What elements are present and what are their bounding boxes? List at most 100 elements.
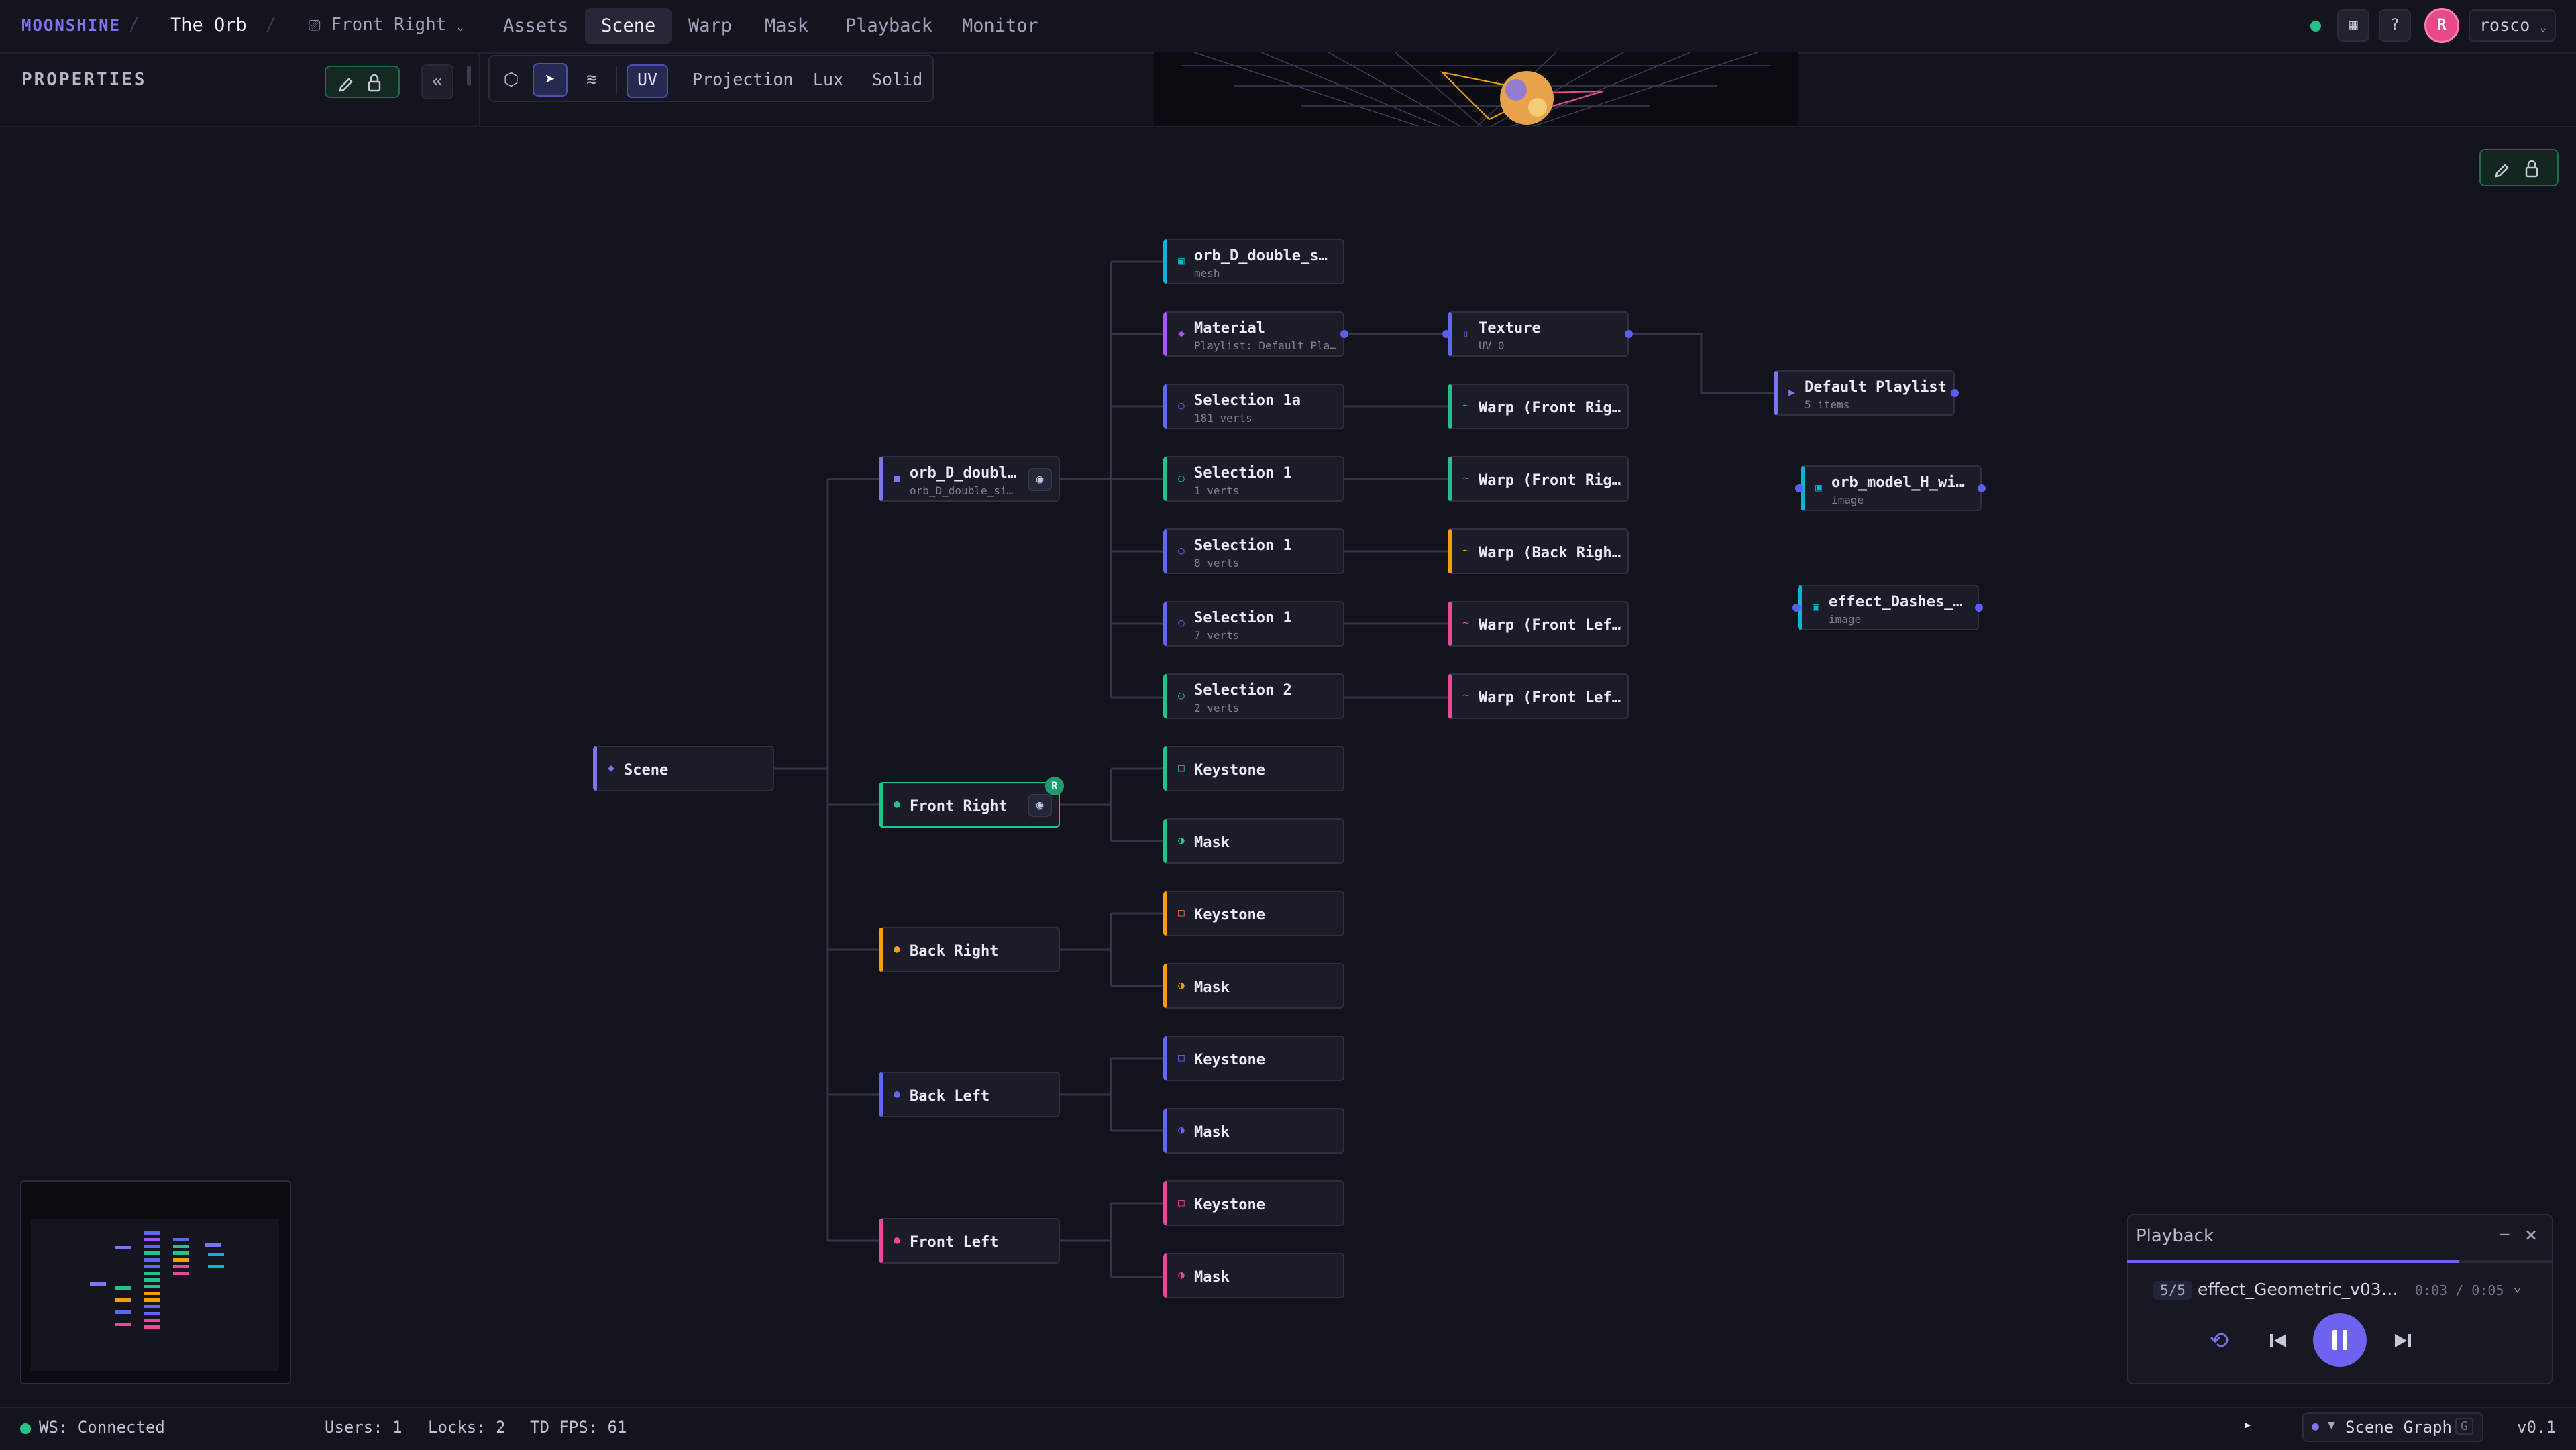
pencil-icon[interactable] xyxy=(2495,164,2509,178)
previous-button[interactable] xyxy=(2261,1325,2296,1356)
lock-icon[interactable] xyxy=(2525,160,2538,178)
qr-code-button[interactable]: ▦ xyxy=(2337,9,2369,42)
keystone-node[interactable]: □ Keystone xyxy=(1163,1036,1344,1081)
view-selector[interactable]: ⎚ Front Right ⌄ xyxy=(309,15,464,35)
keystone-node[interactable]: □ Keystone xyxy=(1163,746,1344,791)
shortcut-key: G xyxy=(2455,1418,2473,1435)
brand-logo[interactable]: MOONSHINE xyxy=(21,16,121,35)
output-port[interactable] xyxy=(1951,389,1959,397)
output-port[interactable] xyxy=(1340,330,1348,338)
half-circle-icon: ◑ xyxy=(1178,1268,1185,1281)
input-port[interactable] xyxy=(1792,604,1801,612)
nav-mask[interactable]: Mask xyxy=(765,15,809,36)
viewport-preview[interactable] xyxy=(1154,52,1798,128)
material-node[interactable]: ◆ Material Playlist: Default Pla… xyxy=(1163,311,1348,357)
panel-toggle[interactable]: ● ▼ Scene Graph G xyxy=(2302,1412,2483,1442)
breadcrumb-separator: / xyxy=(266,15,276,35)
dot-icon: ● xyxy=(894,1233,900,1246)
group-node-orb[interactable]: ■ orb_D_double… orb_D_double_si… ◉ xyxy=(879,456,1060,502)
keystone-node[interactable]: □ Keystone xyxy=(1163,1180,1344,1226)
node-subtitle: mesh xyxy=(1194,267,1220,280)
selection-node[interactable]: ○ Selection 1a 181 verts xyxy=(1163,384,1344,429)
chevron-down-icon[interactable]: ⌄ xyxy=(2513,1278,2522,1295)
output-port[interactable] xyxy=(1625,330,1633,338)
warp-node[interactable]: ~ Warp (Back Right) xyxy=(1448,528,1629,574)
group-node-front-left[interactable]: ● Front Left xyxy=(879,1218,1060,1264)
texture-node[interactable]: ▯ Texture UV 0 xyxy=(1442,311,1633,357)
image-node[interactable]: ▣ orb_model_H_wire… image xyxy=(1795,465,1986,511)
mask-node[interactable]: ◑ Mask xyxy=(1163,818,1344,864)
selection-node[interactable]: ○ Selection 1 8 verts xyxy=(1163,528,1344,574)
input-port[interactable] xyxy=(1795,484,1803,492)
minimize-button[interactable]: − xyxy=(2500,1225,2510,1245)
node-title: Default Playlist xyxy=(1805,379,1947,396)
visibility-toggle[interactable]: ◉ xyxy=(1028,794,1052,817)
output-port[interactable] xyxy=(1978,484,1986,492)
mesh-node[interactable]: ▣ orb_D_double_sid… mesh xyxy=(1163,239,1344,284)
lock-icon[interactable] xyxy=(368,74,381,92)
waves-icon: ≋ xyxy=(586,70,597,90)
nav-scene[interactable]: Scene xyxy=(585,8,672,44)
locks-count: Locks: 2 xyxy=(428,1418,506,1437)
output-port[interactable] xyxy=(1975,604,1983,612)
mode-solid[interactable]: Solid xyxy=(872,70,923,89)
next-button[interactable] xyxy=(2385,1325,2420,1356)
avatar[interactable]: R xyxy=(2424,8,2459,43)
mouse-cursor-icon: ▸ xyxy=(2243,1416,2253,1433)
node-title: Warp (Front Righ… xyxy=(1479,472,1623,489)
pause-button[interactable] xyxy=(2313,1313,2367,1367)
eye-icon: ◉ xyxy=(1036,798,1044,812)
dot-icon: ● xyxy=(894,797,900,810)
grid-floor xyxy=(1181,52,1771,128)
panel-scrollbar[interactable] xyxy=(467,56,474,123)
collapse-panel-button[interactable]: « xyxy=(421,64,453,99)
graph-minimap[interactable] xyxy=(20,1180,291,1384)
mask-node[interactable]: ◑ Mask xyxy=(1163,1253,1344,1298)
group-node-back-right[interactable]: ● Back Right xyxy=(879,927,1060,972)
warp-node[interactable]: ~ Warp (Front Righ… xyxy=(1448,456,1629,502)
nav-playback[interactable]: Playback xyxy=(845,15,933,36)
image-node[interactable]: ▣ effect_Dashes_v0… image xyxy=(1792,585,1983,630)
nav-warp[interactable]: Warp xyxy=(688,15,733,36)
warp-node[interactable]: ~ Warp (Front Left) xyxy=(1448,601,1629,647)
nav-monitor[interactable]: Monitor xyxy=(962,15,1038,36)
properties-panel xyxy=(0,54,480,126)
nav-assets[interactable]: Assets xyxy=(503,15,569,36)
node-title: Back Right xyxy=(910,943,999,960)
selection-node[interactable]: ○ Selection 1 7 verts xyxy=(1163,601,1344,647)
half-circle-icon: ◑ xyxy=(1178,979,1185,991)
pencil-icon[interactable] xyxy=(339,78,353,92)
skip-back-icon xyxy=(2270,1334,2286,1347)
node-title: Back Left xyxy=(910,1088,990,1105)
warp-node[interactable]: ~ Warp (Front Righ… xyxy=(1448,384,1629,429)
scene-node[interactable]: ◆ Scene xyxy=(593,746,774,791)
mask-node[interactable]: ◑ Mask xyxy=(1163,963,1344,1009)
selection-node[interactable]: ○ Selection 1 1 verts xyxy=(1163,456,1344,502)
cube-tool-button[interactable]: ⬡ xyxy=(494,63,529,97)
select-tool-button[interactable]: ➤ xyxy=(533,63,568,97)
clip-time: 0:03 / 0:05 xyxy=(2415,1282,2504,1298)
mode-lux[interactable]: Lux xyxy=(813,70,844,89)
user-menu[interactable]: rosco ⌄ xyxy=(2469,9,2556,42)
keystone-node[interactable]: □ Keystone xyxy=(1163,891,1344,936)
close-button[interactable]: × xyxy=(2525,1223,2538,1247)
mask-node[interactable]: ◑ Mask xyxy=(1163,1108,1344,1154)
group-node-front-right[interactable]: ● Front Right ◉ xyxy=(879,782,1060,828)
mode-projection[interactable]: Projection xyxy=(692,70,794,89)
playlist-node[interactable]: ▶ Default Playlist 5 items xyxy=(1774,370,1959,416)
selection-node[interactable]: ○ Selection 2 2 verts xyxy=(1163,673,1344,719)
keystone-icon: □ xyxy=(1178,1051,1185,1064)
project-name[interactable]: The Orb xyxy=(170,15,247,36)
input-port[interactable] xyxy=(1442,330,1450,338)
group-node-back-left[interactable]: ● Back Left xyxy=(879,1072,1060,1117)
mode-uv[interactable]: UV xyxy=(627,64,669,98)
cube-icon: ⬡ xyxy=(503,70,519,90)
visibility-toggle[interactable]: ◉ xyxy=(1028,468,1052,491)
loop-button[interactable]: ⟲ xyxy=(2202,1325,2237,1356)
warp-node[interactable]: ~ Warp (Front Left) xyxy=(1448,673,1629,719)
waves-tool-button[interactable]: ≋ xyxy=(574,63,609,97)
node-subtitle: 8 verts xyxy=(1194,557,1240,569)
node-subtitle: 7 verts xyxy=(1194,629,1240,642)
help-button[interactable]: ? xyxy=(2379,9,2411,42)
